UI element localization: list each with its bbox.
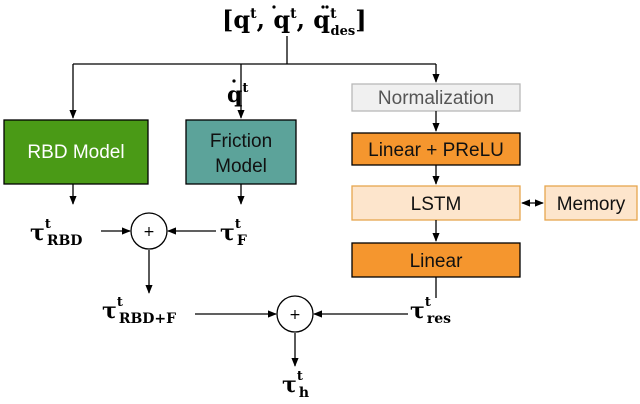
network-arrows — [432, 111, 544, 298]
model-output-arrows — [69, 184, 408, 367]
sum-node-1-symbol: + — [143, 224, 155, 240]
qdot-dot — [232, 79, 236, 83]
input-distribution-lines — [69, 36, 440, 119]
friction-model-label-line2: Model — [215, 156, 267, 177]
sum-node-1: + — [130, 212, 168, 250]
sum-node-2: + — [276, 295, 314, 333]
linear-label: Linear — [410, 251, 463, 272]
normalization-box: Normalization — [351, 83, 521, 112]
qdot-label: qt — [227, 81, 248, 108]
rbd-model-label: RBD Model — [27, 142, 124, 163]
lstm-label: LSTM — [411, 194, 462, 215]
memory-label: Memory — [557, 194, 626, 215]
memory-box: Memory — [544, 185, 638, 221]
linear-box: Linear — [351, 242, 521, 278]
friction-model-label-line1: Friction — [210, 131, 272, 152]
normalization-label: Normalization — [378, 88, 494, 109]
linear-prelu-label: Linear + PReLU — [368, 140, 504, 161]
friction-model-box: Friction Model — [185, 119, 297, 185]
rbd-model-box: RBD Model — [3, 119, 149, 185]
sum-node-2-symbol: + — [289, 307, 301, 323]
linear-prelu-box: Linear + PReLU — [351, 132, 521, 166]
lstm-box: LSTM — [351, 185, 521, 221]
derivative-dots — [272, 5, 329, 9]
